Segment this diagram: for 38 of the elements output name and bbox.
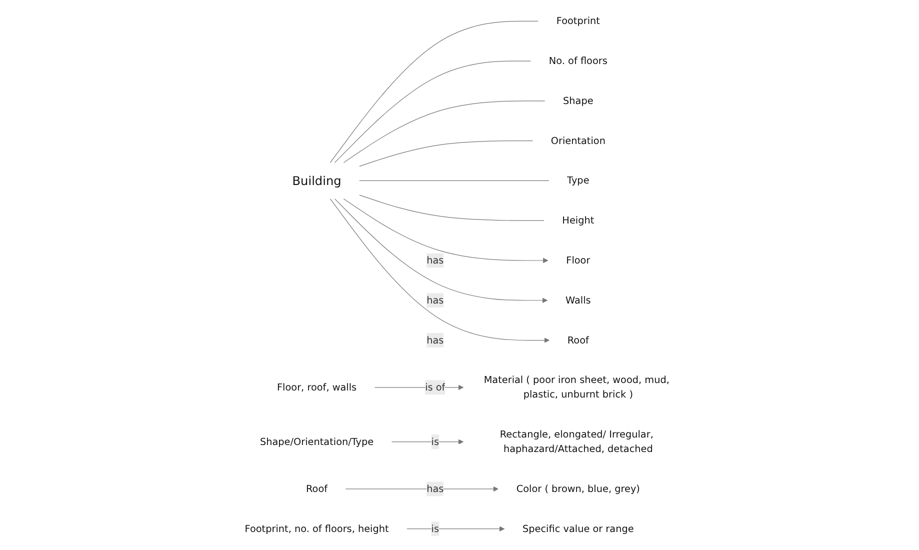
arrow: [391, 439, 464, 444]
connector: [330, 20, 538, 163]
connector: [334, 60, 531, 163]
node-text: Shape/Orientation/Type: [260, 436, 374, 448]
edge-label: is of: [424, 381, 445, 393]
arrow: [334, 198, 548, 304]
arrow: [406, 526, 504, 532]
arrow: [374, 384, 464, 390]
node-text: Floor, roof, walls: [276, 381, 356, 393]
node-text: Walls: [565, 294, 590, 306]
edge-label: is: [430, 436, 439, 448]
edge-label: is: [430, 522, 439, 534]
edge-label: has: [426, 482, 444, 494]
node-text: Type: [566, 174, 589, 186]
connector: [358, 140, 533, 167]
node-text: Rectangle, elongated/ Irregular, haphazard/Attached, detached: [500, 428, 654, 455]
node-text: Footprint, no. of floors, height: [244, 522, 388, 534]
arrow: [330, 198, 550, 343]
edge-label: has: [426, 334, 444, 346]
connector: [358, 194, 544, 221]
node-text: Floor: [566, 254, 590, 266]
node-text: Color ( brown, blue, grey): [516, 482, 640, 494]
node-text: Building: [292, 173, 341, 188]
edge-label: has: [426, 254, 444, 266]
edge-label: has: [426, 294, 444, 306]
node-text: Roof: [306, 482, 328, 494]
node-text: Material ( poor iron sheet, wood, mud, plastic, unburnt brick ): [484, 374, 670, 400]
connector: [343, 100, 545, 163]
node-text: Footprint: [556, 15, 600, 27]
arrow: [343, 198, 548, 264]
node-text: Orientation: [550, 134, 606, 146]
arrow: [345, 486, 498, 492]
connector: [358, 180, 549, 182]
node-text: Roof: [567, 334, 589, 346]
node-text: Height: [562, 214, 594, 226]
node-text: Shape: [562, 94, 593, 106]
node-text: Specific value or range: [522, 522, 634, 534]
node-text: No. of floors: [548, 55, 608, 66]
